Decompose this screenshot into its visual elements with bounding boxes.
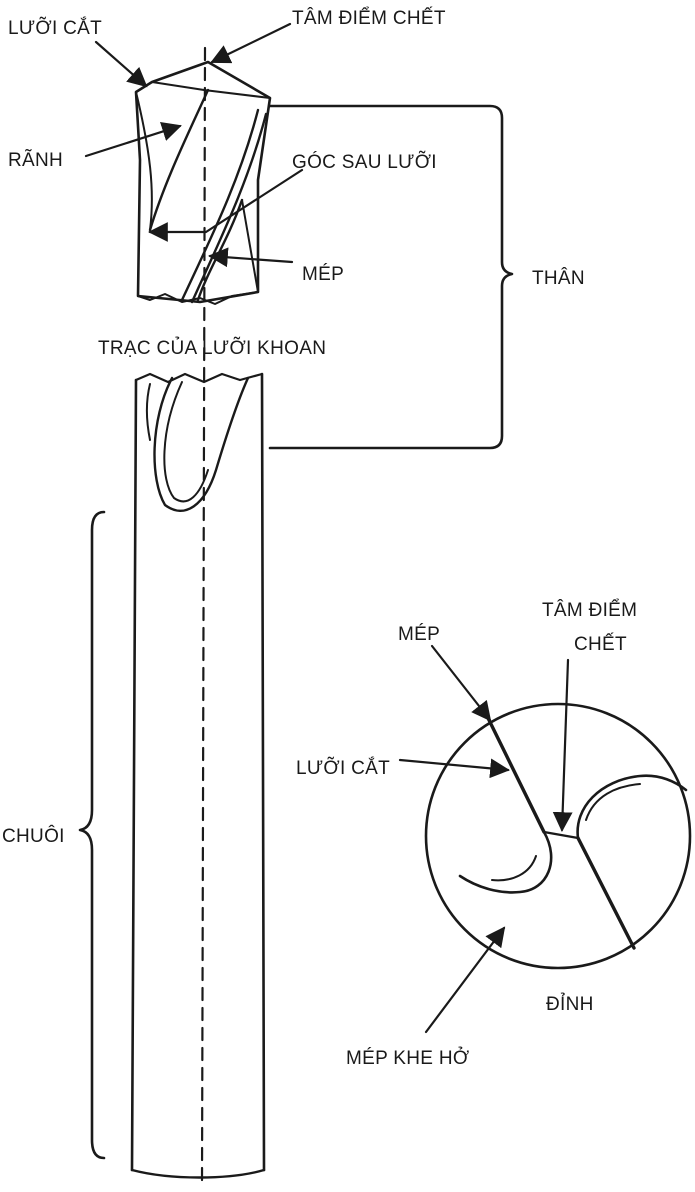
label-than: THÂN	[532, 267, 585, 289]
leader-arrows	[84, 22, 573, 1034]
label-mep-top: MÉP	[302, 264, 344, 285]
label-tam-diem-line2: CHẾT	[574, 633, 627, 655]
label-tam-diem-chet-top: TÂM ĐIỂM CHẾT	[292, 7, 446, 29]
drill-body-upper	[134, 60, 272, 305]
drill-shank	[130, 372, 266, 1179]
label-tam-diem-line1: TÂM ĐIỂM	[542, 599, 637, 621]
label-luoi-cat-tip: LƯỠI CẮT	[296, 757, 390, 779]
label-mep-tip: MÉP	[398, 624, 440, 645]
chuoi-brace	[78, 510, 106, 1160]
label-mep-khe-ho: MÉP KHE HỞ	[346, 1047, 469, 1069]
label-goc-sau-luoi: GÓC SAU LƯỠI	[292, 151, 437, 173]
label-trac-cua-luoi-khoan: TRẠC CỦA LƯỠI KHOAN	[98, 337, 326, 359]
label-luoi-cat-top: LƯỠI CẮT	[8, 17, 102, 39]
center-axis	[200, 46, 207, 1187]
label-ranh: RÃNH	[8, 149, 63, 171]
label-dinh: ĐỈNH	[546, 993, 594, 1015]
label-chuoi: CHUÔI	[2, 825, 65, 847]
drill-tip-end-view	[424, 702, 692, 970]
than-bracket	[268, 104, 514, 450]
